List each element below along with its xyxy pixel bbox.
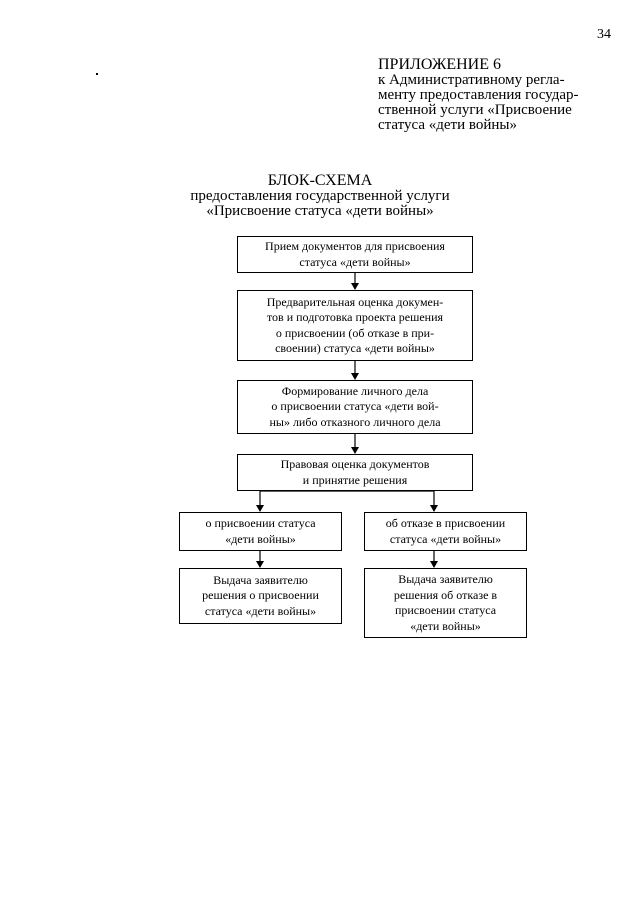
appendix-line: статуса «дети войны»: [378, 117, 518, 133]
appendix-line: ственной услуги «Присвоение: [378, 102, 572, 118]
box-text-line: Выдача заявителю: [398, 572, 493, 586]
box-text-line: Формирование личного дела: [281, 383, 429, 398]
flowchart-subtitle-line: предоставления государственной услуги: [190, 188, 450, 204]
box-text-line: своении) статуса «дети войны»: [275, 341, 435, 355]
step-issue-refusal-decision: Выдача заявителю решения об отказе в при…: [364, 568, 527, 638]
appendix-line: менту предоставления государ-: [378, 87, 579, 103]
appendix-line: к Административному регла-: [378, 72, 565, 88]
box-text-line: статуса «дети войны»: [299, 254, 411, 269]
box-text-line: тов и подготовка проекта решения: [266, 310, 444, 324]
box-text-line: и принятие решения: [302, 472, 408, 487]
box-text-line: ны» либо отказного личного дела: [269, 414, 441, 429]
box-text-line: о присвоении статуса «дети вой-: [271, 399, 439, 414]
box-text-line: «дети войны»: [410, 618, 481, 633]
outcome-refuse-status: об отказе в присвоении статуса «дети вой…: [364, 512, 527, 551]
box-text-line: о присвоении статуса: [205, 516, 316, 530]
stray-dot: [96, 73, 98, 75]
flowchart-title: БЛОК-СХЕМА: [267, 172, 373, 189]
box-text-line: Предварительная оценка докумен-: [266, 294, 444, 309]
appendix-block: ПРИЛОЖЕНИЕ 6 к Административному регла- …: [378, 56, 608, 133]
outcome-grant-status: о присвоении статуса «дети войны»: [179, 512, 342, 551]
box-text-line: статуса «дети войны»: [204, 603, 317, 618]
flowchart-subtitle-line: «Присвоение статуса «дети войны»: [206, 203, 434, 219]
box-text-line: об отказе в присвоении: [385, 516, 506, 530]
box-text-line: Прием документов для присвоения: [265, 239, 445, 253]
flowchart-heading: БЛОК-СХЕМА предоставления государственно…: [150, 172, 490, 219]
box-text-line: присвоении статуса: [394, 603, 497, 617]
appendix-title: ПРИЛОЖЕНИЕ 6: [378, 56, 502, 73]
step-receive-documents: Прием документов для присвоения статуса …: [237, 236, 473, 273]
page-number: 34: [597, 27, 611, 42]
step-legal-evaluation: Правовая оценка документов и принятие ре…: [237, 454, 473, 491]
box-text-line: «дети войны»: [225, 531, 296, 546]
step-issue-grant-decision: Выдача заявителю решения о присвоении ст…: [179, 568, 342, 624]
box-text-line: статуса «дети войны»: [389, 531, 502, 546]
box-text-line: Выдача заявителю: [213, 572, 308, 587]
box-text-line: решения об отказе в: [393, 587, 498, 602]
step-form-personal-file: Формирование личного дела о присвоении с…: [237, 380, 473, 434]
box-text-line: Правовая оценка документов: [280, 457, 430, 471]
box-text-line: решения о присвоении: [202, 588, 319, 603]
box-text-line: о присвоении (об отказе в при-: [275, 325, 435, 340]
step-preliminary-evaluation: Предварительная оценка докумен- тов и по…: [237, 290, 473, 361]
